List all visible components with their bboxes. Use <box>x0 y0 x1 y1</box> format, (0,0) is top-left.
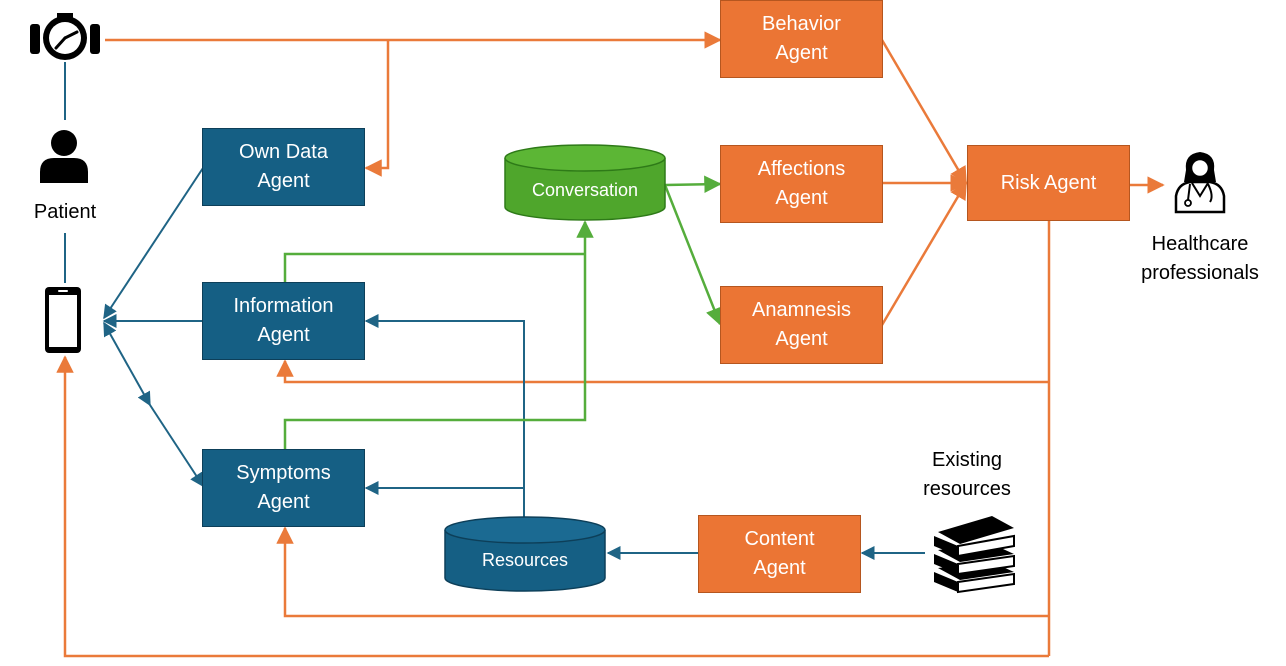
information-agent[interactable]: Information Agent <box>202 282 365 360</box>
edge-risk-information <box>276 359 1049 384</box>
edge-behavior-risk <box>880 39 968 185</box>
patient-label: Patient <box>33 201 97 223</box>
edge-watch-owndata <box>364 40 390 177</box>
resources-store <box>444 516 606 592</box>
resources-label: Resources <box>481 550 569 570</box>
edge-information-conversation <box>283 252 585 282</box>
symptoms-agent[interactable]: Symptoms Agent <box>202 449 365 527</box>
anamnesis-agent[interactable]: Anamnesis Agent <box>720 286 883 364</box>
conversation-store <box>504 144 666 221</box>
risk-agent[interactable]: Risk Agent <box>967 145 1130 221</box>
doctor-icon <box>1174 152 1226 214</box>
edge-risk-symptoms <box>276 526 1049 618</box>
edge-conversation-anamnesis <box>663 184 723 326</box>
edge-anamnesis-risk <box>880 181 968 326</box>
books-icon <box>934 516 1015 594</box>
smartwatch-icon <box>30 13 100 60</box>
edge-symptoms-phone-tail <box>149 404 204 488</box>
affections-agent[interactable]: Affections Agent <box>720 145 883 223</box>
behavior-agent[interactable]: Behavior Agent <box>720 0 883 78</box>
existing-resources-label: Existing resources <box>923 449 1011 500</box>
edge-owndata-phone <box>103 167 204 320</box>
smartphone-icon <box>45 287 81 353</box>
own-data-agent[interactable]: Own Data Agent <box>202 128 365 206</box>
edge-symptoms-conversation <box>283 220 594 449</box>
edge-symptoms-phone <box>103 321 151 407</box>
edge-risk-phone <box>56 355 1049 658</box>
healthcare-label: Healthcare professionals <box>1141 233 1259 284</box>
person-icon <box>40 130 88 183</box>
content-agent[interactable]: Content Agent <box>698 515 861 593</box>
conversation-label: Conversation <box>531 180 639 200</box>
edge-resources-information <box>364 314 525 517</box>
edge-conversation-affections <box>664 175 722 194</box>
